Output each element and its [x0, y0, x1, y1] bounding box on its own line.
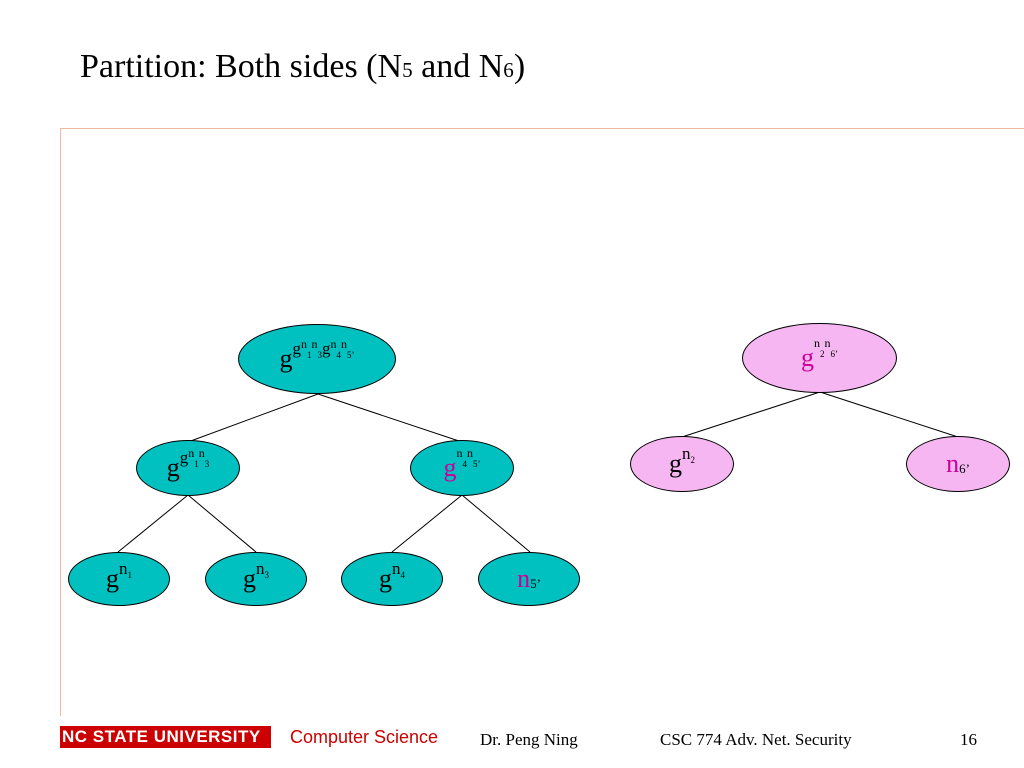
top-rule: [60, 128, 1024, 129]
course-name: CSC 774 Adv. Net. Security: [660, 730, 852, 749]
left-rule: [60, 128, 61, 716]
edge-right-leaf4: [461, 494, 531, 553]
author-name: Dr. Peng Ning: [480, 730, 578, 749]
edge-rroot-right: [819, 391, 959, 438]
edge-root-left: [187, 393, 319, 443]
edge-left-leaf2: [187, 494, 257, 553]
slide-title: Partition: Both sides (N5 and N6): [80, 48, 526, 85]
department-name: Computer Science: [290, 727, 439, 747]
edge-root-right: [317, 393, 463, 443]
ncsu-logo: NC STATE UNIVERSITY: [60, 726, 271, 748]
page-number: 16: [960, 730, 977, 749]
edge-left-leaf1: [117, 494, 189, 553]
edge-rroot-left: [681, 391, 821, 438]
edge-right-leaf3: [391, 494, 463, 553]
slide-footer: NC STATE UNIVERSITY Computer Science Dr.…: [0, 720, 1024, 768]
